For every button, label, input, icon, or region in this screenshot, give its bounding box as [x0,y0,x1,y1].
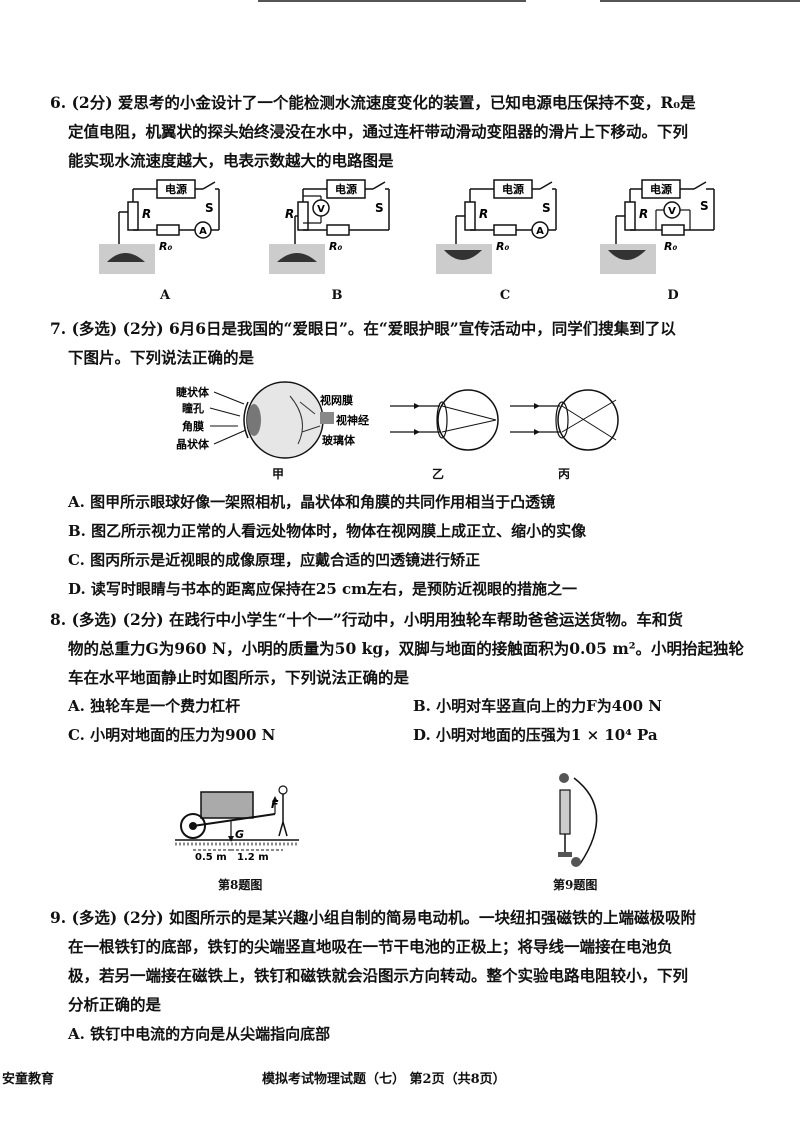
question-8-option-a: A. 独轮车是一个费力杠杆 [68,697,241,715]
eyeball-structure-diagram: 睫状体 瞳孔 角膜 晶状体 视网膜 视神经 玻璃体 [176,381,369,459]
question-6-line-3: 能实现水流速度越大，电表示数越大的电路图是 [68,151,394,170]
question-9-line-2: 在一根铁钉的底部，铁钉的尖端竖直地吸在一节干电池的正极上；将导线一端接在电池负 [68,937,673,956]
question-9-option-a: A. 铁钉中电流的方向是从尖端指向底部 [68,1025,331,1043]
wheelbarrow-diagram: G F 0.5 m 1.2 m [175,785,299,863]
footer-page-info: 模拟考试物理试题（七） 第2页（共8页） [262,1072,506,1087]
svg-text:R₀: R₀ [159,240,172,253]
svg-text:R: R [479,207,488,221]
svg-text:角膜: 角膜 [182,419,204,433]
question-9-line-1: 9. (多选) (2分) 如图所示的是某兴趣小组自制的简易电动机。一块纽扣强磁铁… [50,908,696,927]
svg-text:R: R [639,207,648,221]
svg-text:电源: 电源 [335,182,357,196]
svg-text:视神经: 视神经 [336,413,369,427]
svg-text:电源: 电源 [650,182,672,196]
question-7-option-b: B. 图乙所示视力正常的人看远处物体时，物体在视网膜上成正立、缩小的实像 [68,522,587,540]
question-8-option-b: B. 小明对车竖直向上的力F为400 N [413,697,663,715]
circuit-diagram-b: 电源 S R V R₀ [269,179,390,274]
question-8-option-c: C. 小明对地面的压力为900 N [68,726,276,744]
question-7-option-c: C. 图丙所示是近视眼的成像原理，应戴合适的凹透镜进行矫正 [68,551,481,569]
svg-text:S: S [375,201,384,215]
normal-eye-diagram [390,389,499,451]
svg-text:A: A [536,226,544,237]
svg-text:V: V [317,204,325,215]
svg-text:R₀: R₀ [496,240,509,253]
question-9-line-4: 分析正确的是 [68,995,162,1014]
top-rule-left [258,0,526,2]
option-label-d: D [667,288,679,303]
circuit-diagram-a: 电源 S R R₀ A [99,179,220,274]
figure-label-bing: 丙 [558,467,571,481]
svg-text:1.2 m: 1.2 m [237,852,269,863]
question-8-line-2: 物的总重力G为960 N，小明的质量为50 kg，双脚与地面的接触面积为0.05… [68,639,745,658]
svg-text:G: G [235,828,244,841]
svg-text:V: V [668,206,676,217]
svg-text:R: R [142,207,151,221]
top-rule-right [600,0,800,2]
figure-label-jia: 甲 [272,467,285,481]
question-7-line-2: 下图片。下列说法正确的是 [68,348,255,367]
svg-text:玻璃体: 玻璃体 [322,433,356,447]
svg-text:视网膜: 视网膜 [320,393,353,407]
svg-text:R₀: R₀ [329,240,342,253]
question-9-line-3: 极，若另一端接在磁铁上，铁钉和磁铁就会沿图示方向转动。整个实验电路电阻较小，下列 [68,966,689,985]
question-8-option-d: D. 小明对地面的压强为1 × 10⁴ Pa [413,726,658,744]
question-7-line-1: 7. (多选) (2分) 6月6日是我国的“爱眼日”。在“爱眼护眼”宣传活动中，… [50,319,676,338]
figure-8-caption: 第8题图 [218,878,263,892]
circuit-diagram-d: 电源 S R R₀ V [600,179,715,274]
circuit-diagram-c: 电源 S R R₀ A [436,179,557,274]
svg-text:A: A [199,226,207,237]
question-8-line-1: 8. (多选) (2分) 在践行中小学生“十个一”行动中，小明用独轮车帮助爸爸运… [50,610,683,629]
svg-text:R: R [285,207,294,221]
myopia-eye-diagram [510,389,619,451]
question-6-line-2: 定值电阻，机翼状的探头始终浸没在水中，通过连杆带动滑动变阻器的滑片上下移动。下列 [68,122,689,141]
option-label-b: B [331,288,343,303]
option-label-a: A [159,288,171,303]
question-6-line-1: 6. (2分) 爱思考的小金设计了一个能检测水流速度变化的装置，已知电源电压保持… [50,93,696,112]
svg-text:0.5 m: 0.5 m [195,852,227,863]
svg-text:电源: 电源 [502,182,524,196]
question-7-option-d: D. 读写时眼睛与书本的距离应保持在25 cm左右，是预防近视眼的措施之一 [68,580,578,598]
homopolar-motor-diagram [558,773,598,867]
svg-text:R₀: R₀ [664,240,677,253]
svg-text:S: S [542,201,551,215]
svg-text:晶状体: 晶状体 [176,437,210,451]
question-7-option-a: A. 图甲所示眼球好像一架照相机，晶状体和角膜的共同作用相当于凸透镜 [68,493,556,511]
question-8-line-3: 车在水平地面静止时如图所示，下列说法正确的是 [68,668,410,687]
svg-text:睫状体: 睫状体 [176,385,210,399]
svg-text:S: S [205,201,214,215]
figure-label-yi: 乙 [432,467,445,481]
svg-text:S: S [700,199,709,213]
svg-text:瞳孔: 瞳孔 [182,401,204,415]
option-label-c: C [499,288,511,303]
figure-9-caption: 第9题图 [553,878,598,892]
power-label: 电源 [165,182,187,196]
svg-text:F: F [271,798,279,811]
footer-publisher: 安童教育 [2,1072,55,1087]
